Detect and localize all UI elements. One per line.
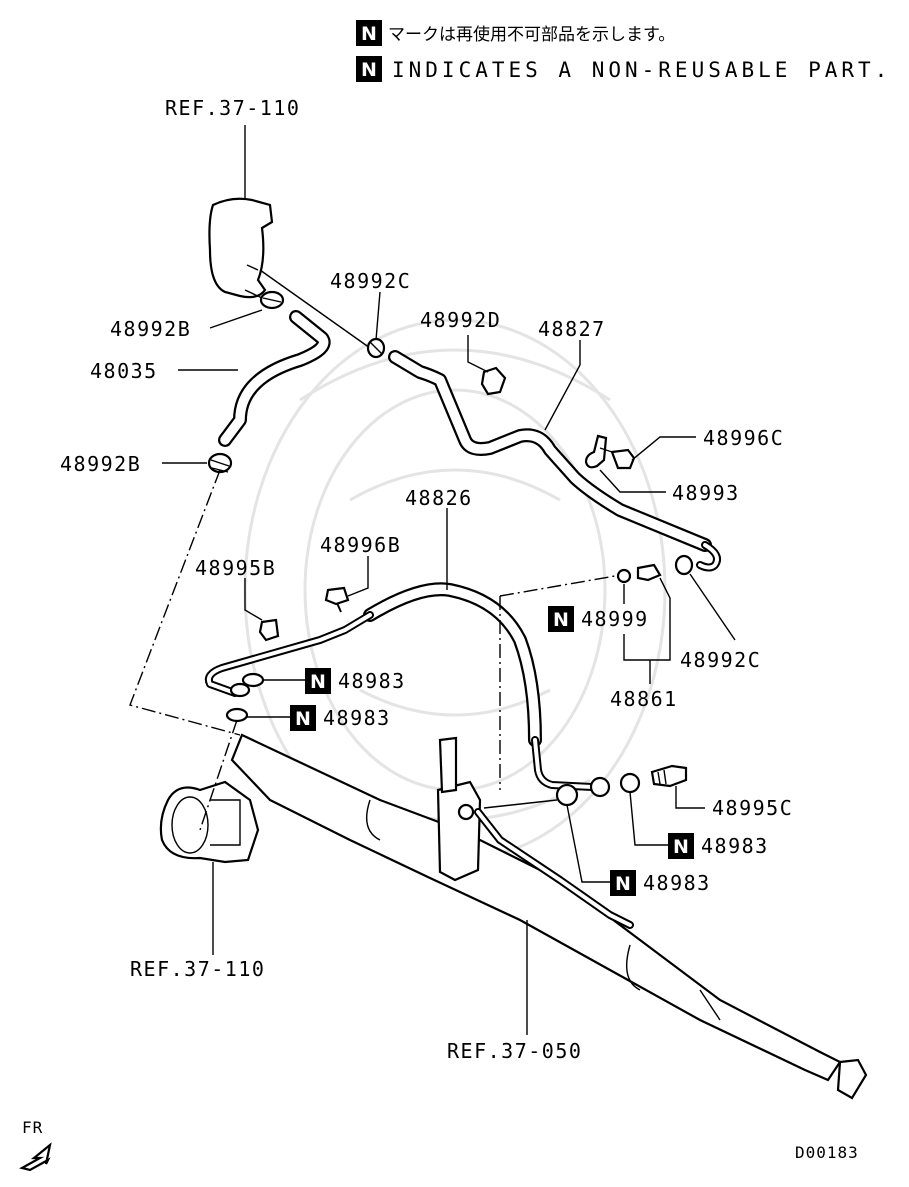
reservoir-tank: [208, 197, 282, 308]
label-48992C-top: 48992C: [330, 269, 411, 293]
label-48996C: 48996C: [703, 426, 784, 450]
label-48827: 48827: [538, 317, 606, 341]
gasket-48999: [616, 568, 632, 584]
clamp-48992D: [480, 366, 507, 396]
bracket-48993: [584, 434, 608, 469]
union-48861: [636, 554, 694, 582]
pressure-hose-48826: [204, 582, 611, 798]
diagram-code: D00183: [795, 1143, 859, 1162]
label-48861: 48861: [610, 687, 678, 711]
suction-hose: [218, 310, 331, 447]
front-arrow-icon: FR: [19, 1118, 52, 1172]
label-48983-a: 48983: [338, 669, 406, 693]
label-48035: 48035: [90, 359, 158, 383]
return-hose-48827: [259, 269, 721, 572]
legend-note-jp: マークは再使用不可部品を示します。: [388, 24, 675, 45]
label-48992B-top: 48992B: [110, 317, 191, 341]
ref-reservoir-label: REF.37-110: [165, 96, 300, 120]
non-reusable-badge: N: [295, 708, 311, 730]
label-48995B: 48995B: [195, 556, 276, 580]
steering-gear-box: [230, 733, 868, 1100]
non-reusable-badge: N: [615, 873, 631, 895]
bolt-48995B: [258, 618, 280, 642]
non-reusable-badge: N: [310, 671, 326, 693]
label-48983-d: 48983: [643, 871, 711, 895]
gasket-48983-b: [225, 707, 249, 723]
bolt-48995C: [650, 764, 688, 788]
label-48993: 48993: [672, 481, 740, 505]
non-reusable-badge: N: [673, 836, 689, 858]
ref-pump-label: REF.37-110: [130, 957, 265, 981]
fr-label: FR: [22, 1118, 43, 1137]
label-48983-b: 48983: [323, 706, 391, 730]
legend-badge: N: [361, 23, 377, 45]
ref-gear-label: REF.37-050: [447, 1039, 582, 1063]
label-48826: 48826: [405, 486, 473, 510]
legend: N マークは再使用不可部品を示します。 N INDICATES A NON-RE…: [356, 20, 891, 82]
legend-note-en: INDICATES A NON-REUSABLE PART.: [392, 58, 891, 82]
clamp-48992B-low: [207, 452, 233, 474]
label-48996B: 48996B: [320, 533, 401, 557]
gasket-48983-c: [555, 783, 579, 807]
gasket-48983-a: [241, 672, 265, 688]
bolt-48996C: [599, 447, 636, 470]
legend-badge: N: [361, 59, 377, 81]
bolt-48996B: [324, 586, 350, 613]
clamp-48992B-top: [259, 290, 285, 310]
label-48999: 48999: [581, 607, 649, 631]
label-48992D: 48992D: [420, 308, 501, 332]
label-48992B-low: 48992B: [60, 452, 141, 476]
non-reusable-badge: N: [553, 609, 569, 631]
gasket-48983-d: [619, 772, 641, 794]
label-48992C-low: 48992C: [680, 648, 761, 672]
clamp-48992C-top: [366, 337, 386, 359]
label-48983-c: 48983: [701, 834, 769, 858]
label-48995C: 48995C: [712, 796, 793, 820]
power-steering-pump: [159, 780, 260, 864]
